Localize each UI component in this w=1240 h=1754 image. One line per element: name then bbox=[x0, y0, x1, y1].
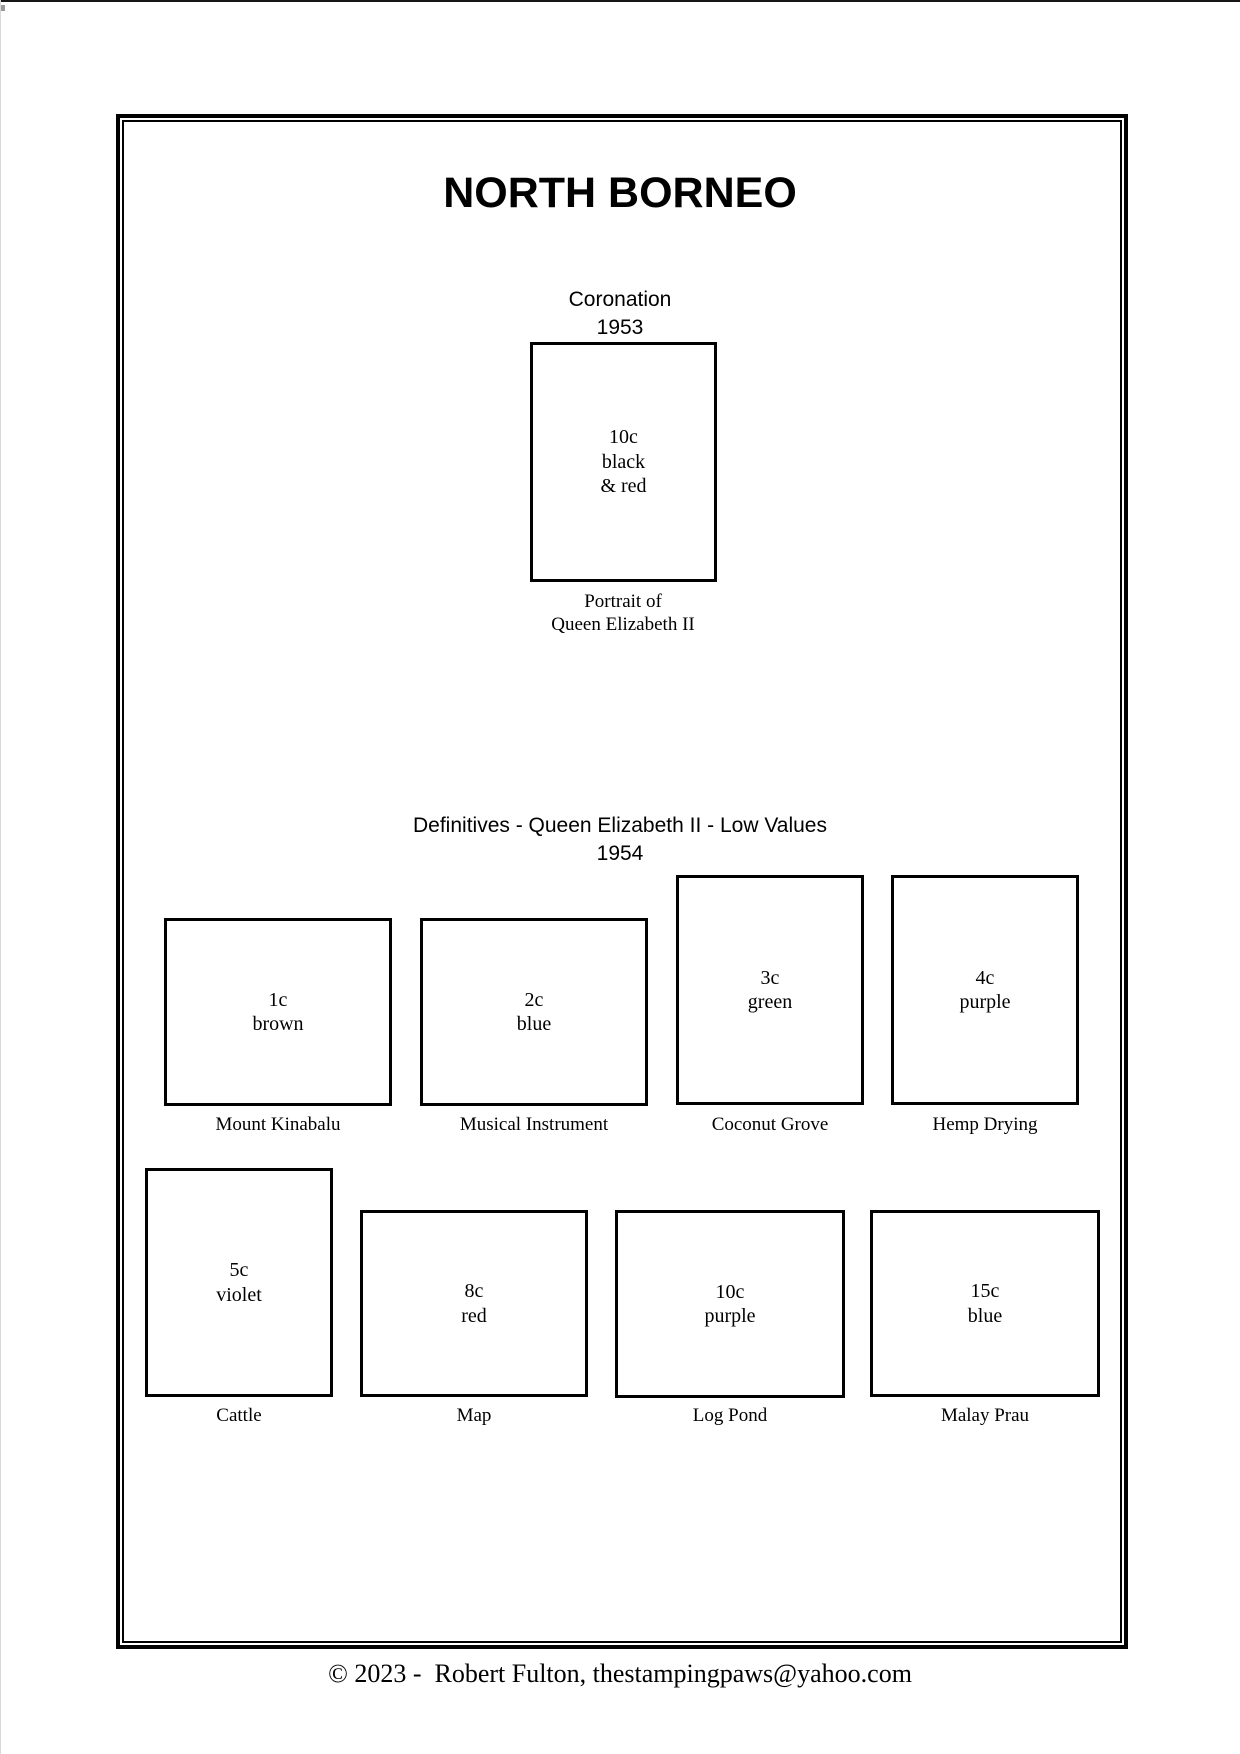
scan-edge-left bbox=[0, 0, 1, 1754]
page-footer: © 2023 - Robert Fulton, thestampingpaws@… bbox=[328, 1659, 912, 1688]
stamp-color-line: black bbox=[601, 450, 646, 473]
stamp-denomination: 5c bbox=[229, 1259, 249, 1282]
stamp-color-line: purple bbox=[704, 1305, 756, 1327]
page-title: NORTH BORNEO bbox=[443, 169, 797, 217]
section-2-year: 1954 bbox=[596, 841, 644, 865]
stamp-box-8c: 8c red bbox=[360, 1210, 588, 1397]
stamp-color-line: purple bbox=[959, 991, 1011, 1013]
stamp-denomination: 3c bbox=[760, 966, 780, 989]
stamp-caption-8c: Map bbox=[456, 1405, 492, 1426]
stamp-description: 15c blue bbox=[968, 1279, 1002, 1328]
stamp-description: 1c brown bbox=[252, 988, 303, 1037]
stamp-box-5c: 5c violet bbox=[145, 1168, 333, 1397]
stamp-color-line: violet bbox=[216, 1283, 262, 1306]
stamp-caption-10c: Log Pond bbox=[692, 1405, 768, 1426]
stamp-caption-coronation: Portrait of Queen Elizabeth II bbox=[463, 590, 783, 636]
stamp-color-line: blue bbox=[967, 1304, 1003, 1327]
caption-line: Queen Elizabeth II bbox=[551, 614, 695, 636]
stamp-box-10c: 10c purple bbox=[615, 1210, 845, 1398]
section-2-title: Definitives - Queen Elizabeth II - Low V… bbox=[413, 814, 827, 837]
page-border bbox=[116, 114, 1128, 1649]
stamp-denomination: 4c bbox=[975, 966, 995, 989]
stamp-box-3c: 3c green bbox=[676, 875, 864, 1105]
stamp-description: 8c red bbox=[461, 1279, 487, 1328]
stamp-caption-1c: Mount Kinabalu bbox=[215, 1114, 341, 1135]
section-1-header: Coronation 1953 bbox=[0, 286, 1240, 341]
stamp-denomination: 2c bbox=[524, 988, 544, 1011]
stamp-description: 2c blue bbox=[517, 988, 551, 1037]
page-border-inner bbox=[122, 120, 1122, 1643]
stamp-caption-5c: Cattle bbox=[216, 1405, 262, 1426]
stamp-color-line: blue bbox=[516, 1013, 552, 1035]
scan-edge-top bbox=[0, 0, 1240, 2]
stamp-denomination: 10c bbox=[715, 1280, 745, 1303]
stamp-denomination: 10c bbox=[609, 426, 638, 449]
stamp-color-line: red bbox=[461, 1304, 487, 1327]
stamp-caption-15c: Malay Prau bbox=[940, 1405, 1030, 1426]
stamp-description: 4c purple bbox=[959, 966, 1010, 1015]
stamp-caption-4c: Hemp Drying bbox=[932, 1114, 1038, 1135]
stamp-denomination: 1c bbox=[268, 988, 288, 1011]
stamp-caption-3c: Coconut Grove bbox=[711, 1114, 829, 1135]
section-2-header: Definitives - Queen Elizabeth II - Low V… bbox=[0, 812, 1240, 867]
stamp-denomination: 8c bbox=[464, 1280, 484, 1303]
stamp-description: 10c purple bbox=[704, 1280, 755, 1329]
stamp-box-15c: 15c blue bbox=[870, 1210, 1100, 1397]
section-1-title: Coronation bbox=[568, 288, 672, 311]
stamp-color-line: & red bbox=[600, 475, 647, 498]
stamp-box-2c: 2c blue bbox=[420, 918, 648, 1106]
stamp-box-4c: 4c purple bbox=[891, 875, 1079, 1105]
stamp-box-1c: 1c brown bbox=[164, 918, 392, 1106]
stamp-denomination: 15c bbox=[970, 1280, 1000, 1303]
caption-line: Portrait of bbox=[584, 591, 662, 612]
section-1-year: 1953 bbox=[596, 315, 644, 339]
stamp-description: 10c black & red bbox=[600, 425, 646, 498]
stamp-description: 3c green bbox=[748, 966, 792, 1015]
stamp-color-line: green bbox=[747, 991, 793, 1013]
scan-speck bbox=[1, 5, 5, 11]
stamp-caption-2c: Musical Instrument bbox=[459, 1114, 609, 1135]
stamp-color-line: brown bbox=[252, 1013, 304, 1035]
stamp-box-10c-coronation: 10c black & red bbox=[530, 342, 717, 582]
stamp-description: 5c violet bbox=[216, 1258, 262, 1307]
